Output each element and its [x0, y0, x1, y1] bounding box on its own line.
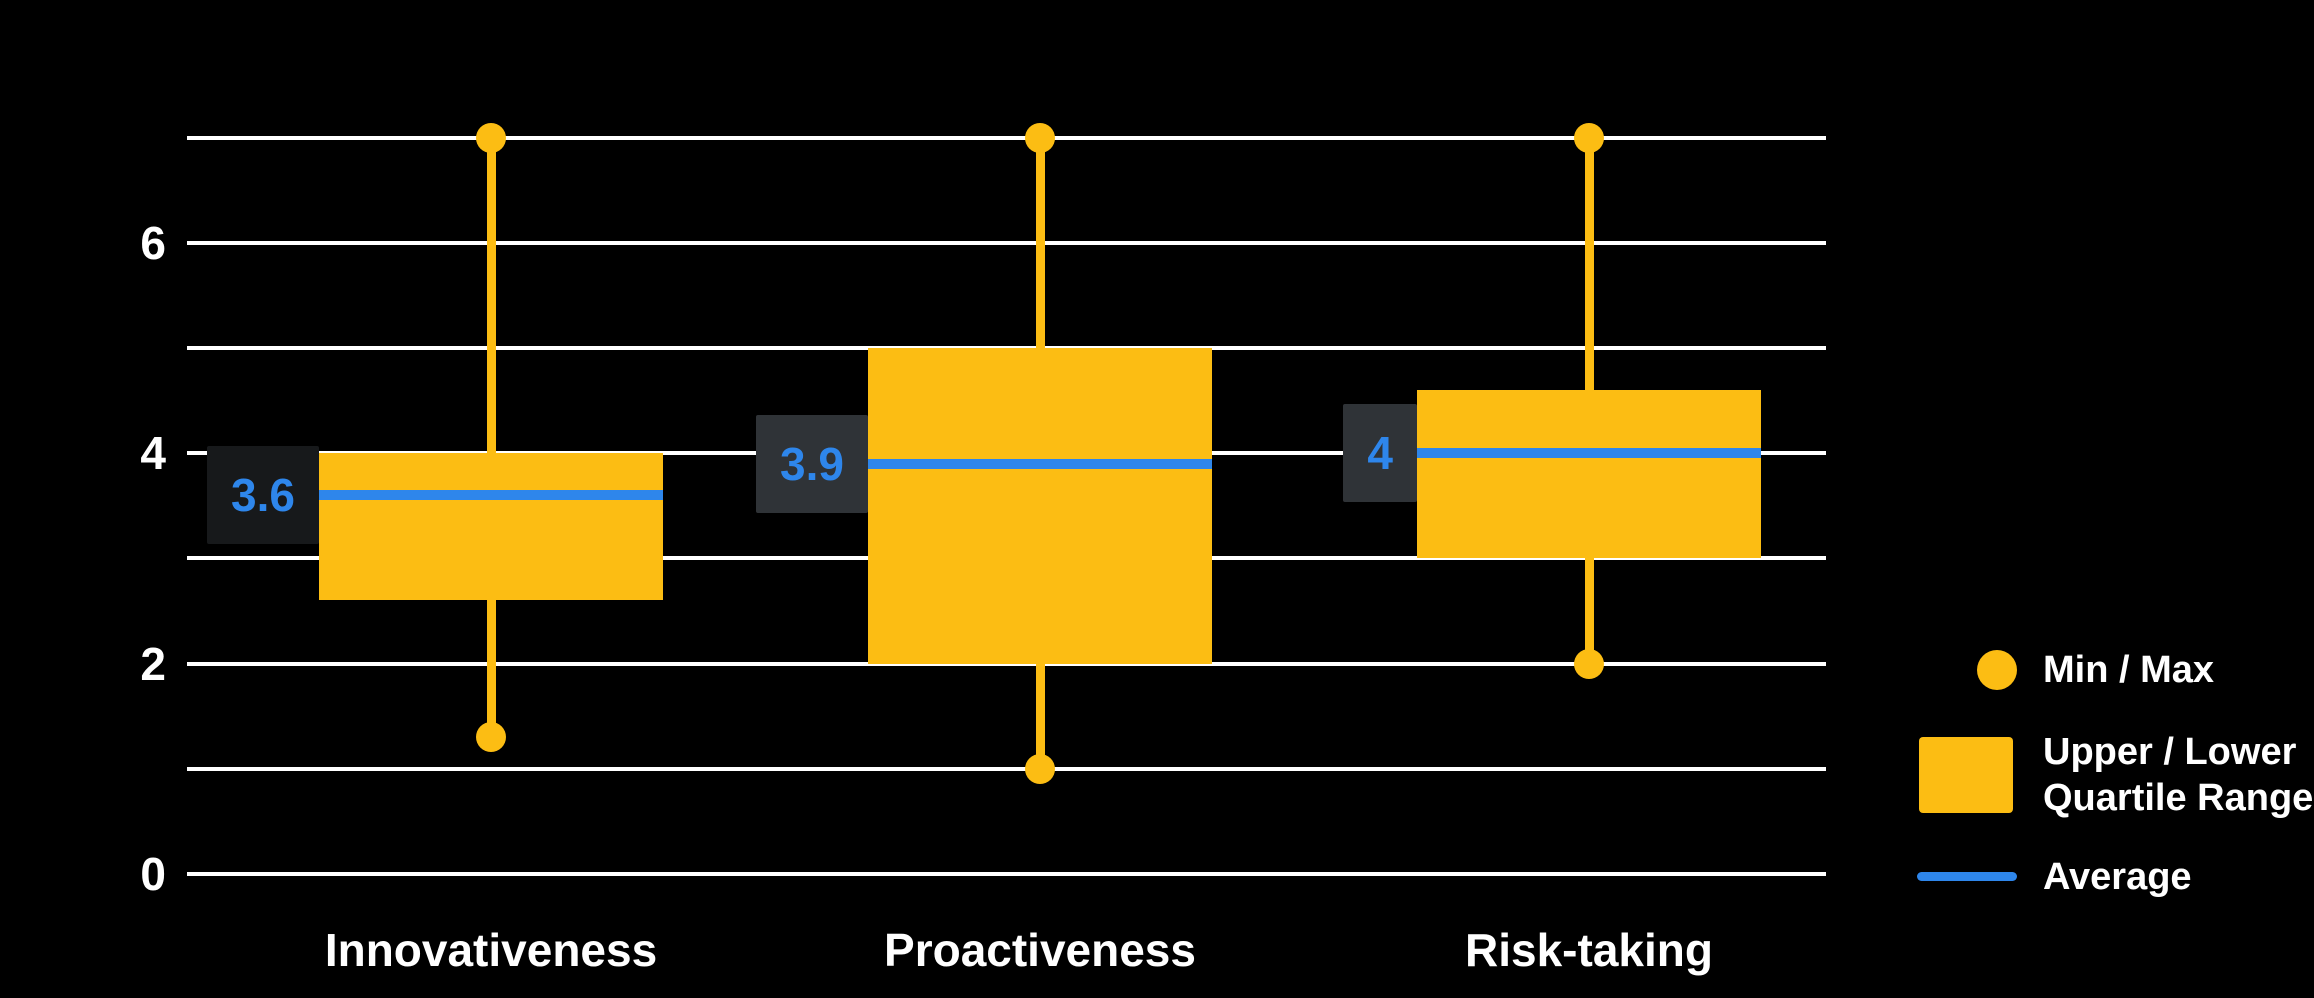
square-legend-marker	[1919, 737, 2013, 813]
max-dot-innovativeness[interactable]	[476, 123, 506, 153]
average-value-tag-innovativeness: 3.6	[207, 446, 319, 544]
whisker-innovativeness[interactable]	[487, 138, 496, 737]
y-tick-label-6: 6	[140, 217, 166, 269]
category-label-innovativeness: Innovativeness	[324, 924, 658, 976]
gridline-1	[187, 767, 1826, 771]
gridline-7	[187, 136, 1826, 140]
average-value-tag-proactiveness: 3.9	[756, 415, 868, 513]
average-line-proactiveness[interactable]	[868, 459, 1212, 469]
legend-label-line: Min / Max	[2043, 649, 2215, 691]
max-dot-risk-taking[interactable]	[1574, 123, 1604, 153]
y-tick-label-2: 2	[140, 638, 166, 690]
legend-label-line: Average	[2043, 856, 2192, 898]
average-line-innovativeness[interactable]	[319, 490, 663, 500]
max-dot-proactiveness[interactable]	[1025, 123, 1055, 153]
category-label-proactiveness: Proactiveness	[884, 924, 1196, 976]
quartile-box-proactiveness[interactable]	[868, 348, 1212, 664]
average-line-risk-taking[interactable]	[1417, 448, 1761, 458]
y-tick-label-0: 0	[140, 848, 166, 900]
legend-label-line: Upper / Lower	[2043, 731, 2297, 773]
y-tick-label-4: 4	[140, 427, 166, 479]
legend-item-circle[interactable]: Min / Max	[2043, 647, 2214, 693]
quartile-box-innovativeness[interactable]	[319, 453, 663, 600]
average-value-tag-risk-taking: 4	[1343, 404, 1417, 502]
gridline-6	[187, 241, 1826, 245]
min-dot-proactiveness[interactable]	[1025, 754, 1055, 784]
min-dot-risk-taking[interactable]	[1574, 649, 1604, 679]
category-label-risk-taking: Risk-taking	[1465, 924, 1713, 976]
legend-item-line[interactable]: Average	[2043, 854, 2192, 900]
circle-legend-marker	[1977, 650, 2017, 690]
legend-label-line: Quartile Range	[2043, 777, 2314, 819]
gridline-0	[187, 872, 1826, 876]
line-legend-marker	[1917, 872, 2017, 881]
gridline-2	[187, 662, 1826, 666]
quartile-box-risk-taking[interactable]	[1417, 390, 1761, 558]
min-dot-innovativeness[interactable]	[476, 722, 506, 752]
